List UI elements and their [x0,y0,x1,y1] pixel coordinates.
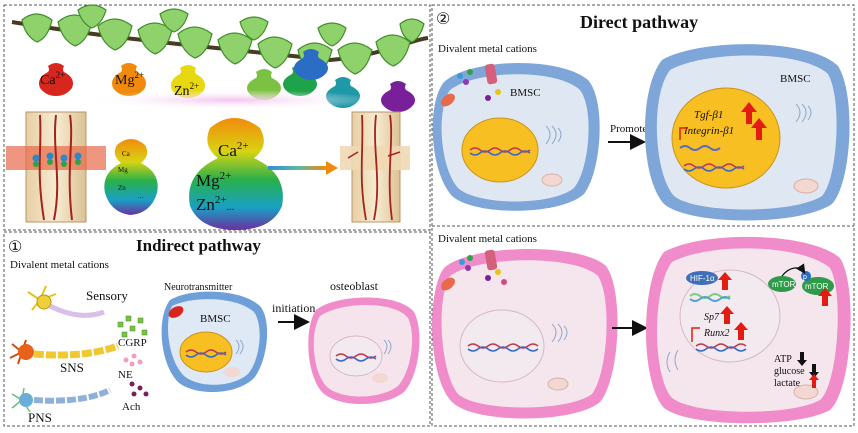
sp7-up-arrow [720,306,734,324]
indirect-subtitle: Divalent metal cations [10,259,109,271]
small-gourd-dots: ... [138,192,144,200]
lactate-label: lactate [774,378,801,389]
direct-bottom-left-cell [432,248,618,419]
receptor-red [168,306,184,318]
direct-bottom-subtitle: Divalent metal cations [438,233,537,245]
small-ion-gourd: Ca Mg Zn ... [104,139,158,215]
small-gourd-zn: Zn [118,184,126,192]
ach-label: Ach [122,401,141,413]
cgrp-label: CGRP [118,337,147,349]
hif-badge: HIF-1α [686,271,718,285]
glucose-label: glucose [774,366,805,377]
ion-label-mg: Mg2+ [115,70,144,88]
direct-number: ② [436,11,450,28]
direct-top-subtitle: Divalent metal cations [438,43,537,55]
tgf-up-arrow [741,102,757,124]
ne-molecules [123,353,143,367]
cgrp-molecules [117,315,148,338]
ne-label: NE [118,369,133,381]
small-gourd-mg: Mg [118,166,128,174]
svg-text:HIF-1α: HIF-1α [690,274,715,283]
integrin-label: Integrin-β1 [683,125,734,137]
glucose-down-arrow [809,364,819,378]
svg-text:p: p [803,274,807,281]
neurotransmitter-label: Neurotransmitter [164,282,233,293]
vine-with-leaves [11,4,429,75]
sensory-label: Sensory [86,288,128,303]
bone-healed-right [340,111,410,223]
svg-text:mTOR: mTOR [772,280,796,289]
direct-panel-frame [431,4,855,427]
ion-label-zn: Zn2+ [174,81,199,99]
osteoblast-label: osteoblast [330,279,379,293]
top-left-panel-frame [3,4,431,231]
svg-text:Ca2+: Ca2+ [218,140,249,160]
small-gourd-ca: Ca [122,150,131,158]
top-transcription-mark [679,127,688,140]
gourd-mg [112,63,146,96]
direct-top-right-cell [644,44,850,221]
lactate-up-arrow [809,374,819,388]
promote-label: Promote [610,123,647,135]
gourd-zn [171,65,205,98]
pink-glow [80,90,380,110]
sensory-neuron [27,285,105,318]
direct-bottom-right-cell [646,236,851,424]
integrin-up-arrow [751,118,767,140]
mtor-phosphorylation-arrow [781,263,806,277]
bone-fracture-left [6,111,106,223]
sp7-label: Sp7 [704,312,720,323]
sns-label: SNS [60,360,84,375]
tgf-label: Tgf-β1 [694,109,723,121]
gourd-blue [294,49,328,80]
direct-top-ion-channels [441,63,501,107]
direct-top-left-cell [432,62,600,211]
pns-neuron [11,387,112,413]
atp-label: ATP [774,354,792,365]
indirect-panel-frame [3,231,431,427]
indirect-bmsc-label: BMSC [200,313,231,325]
gourd-purple [381,81,415,112]
mtor-left-badge: mTOR [768,276,796,292]
ion-label-ca: Ca2+ [40,70,65,88]
direct-top-bmsc-right: BMSC [780,73,811,85]
initiation-label: initiation [272,301,315,315]
gourd-ca [39,63,73,96]
indirect-title: Indirect pathway [136,236,261,255]
atp-down-arrow [797,352,807,366]
direct-top-bmsc-left: BMSC [510,87,541,99]
osteoblast-cell [308,297,420,404]
runx2-up-arrow [734,322,748,340]
mtor-up-arrow [818,288,832,306]
direct-bottom-ion-channels [441,249,507,291]
runx2-label: Runx2 [703,328,730,339]
direct-title: Direct pathway [580,12,698,32]
svg-text:mTOR: mTOR [805,282,829,291]
hif-up-arrow [718,272,732,290]
indirect-number: ① [8,239,22,256]
sns-neuron [9,339,120,365]
svg-text:Zn2+...: Zn2+... [196,194,234,214]
pns-label: PNS [28,410,52,425]
bottom-transcription-mark [691,327,700,342]
healing-arrow [268,161,338,175]
ach-molecules [129,381,149,397]
indirect-bmsc-cell [161,291,268,393]
big-ion-gourd: Ca2+ Mg2+ Zn2+... [189,118,283,230]
gourd-green-2 [283,65,317,96]
svg-text:Mg2+: Mg2+ [196,170,231,190]
